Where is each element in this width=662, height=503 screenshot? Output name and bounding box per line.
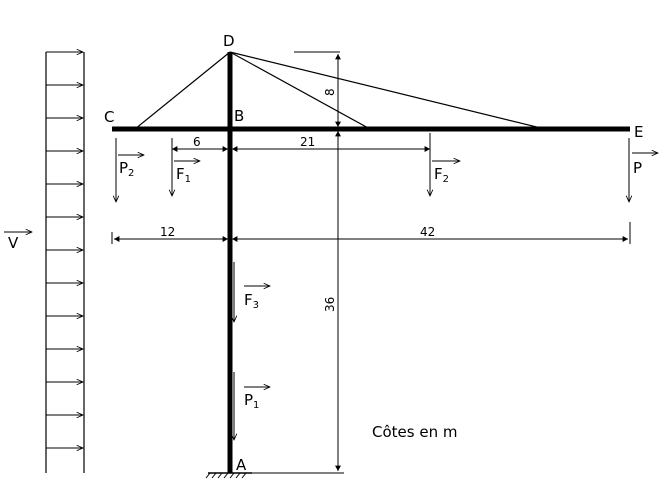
dimension-42: 42 (232, 222, 631, 244)
wind-arrows (46, 52, 83, 448)
dimension-36-label: 36 (323, 297, 337, 312)
svg-text:F1: F1 (176, 165, 191, 185)
force-F2: F2 (430, 133, 460, 196)
point-D: D (223, 32, 235, 50)
force-P: P (629, 138, 658, 202)
units-note: Côtes en m (372, 423, 457, 441)
dimension-21-label: 21 (300, 135, 315, 149)
dimension-12: 12 (111, 225, 228, 244)
dimension-12-label: 12 (160, 225, 175, 239)
svg-text:P: P (633, 159, 642, 177)
force-F3: F3 (234, 262, 270, 322)
point-B: B (234, 107, 244, 125)
dimension-42-label: 42 (420, 225, 435, 239)
svg-text:P2: P2 (119, 159, 134, 179)
svg-text:P1: P1 (244, 391, 259, 411)
cables (134, 51, 546, 130)
point-E: E (634, 123, 643, 141)
dimension-6-label: 6 (193, 135, 201, 149)
dimension-8: 8 (294, 51, 341, 127)
wind-velocity-label: V (4, 232, 32, 252)
point-C: C (104, 108, 114, 126)
force-P1: P1 (234, 372, 270, 440)
point-A: A (236, 456, 247, 474)
cable-counter-jib (134, 51, 231, 130)
dimension-36: 36 (232, 131, 344, 474)
dimension-8-label: 8 (323, 88, 337, 96)
svg-text:F2: F2 (434, 165, 449, 185)
cable-far (229, 51, 546, 130)
wind-load (45, 52, 85, 473)
cable-mid (229, 51, 371, 130)
svg-text:F3: F3 (244, 291, 259, 311)
velocity-text: V (8, 234, 19, 252)
dimension-21: 21 (232, 135, 430, 152)
dimension-6: 6 (172, 135, 228, 152)
force-P2: P2 (116, 138, 144, 202)
